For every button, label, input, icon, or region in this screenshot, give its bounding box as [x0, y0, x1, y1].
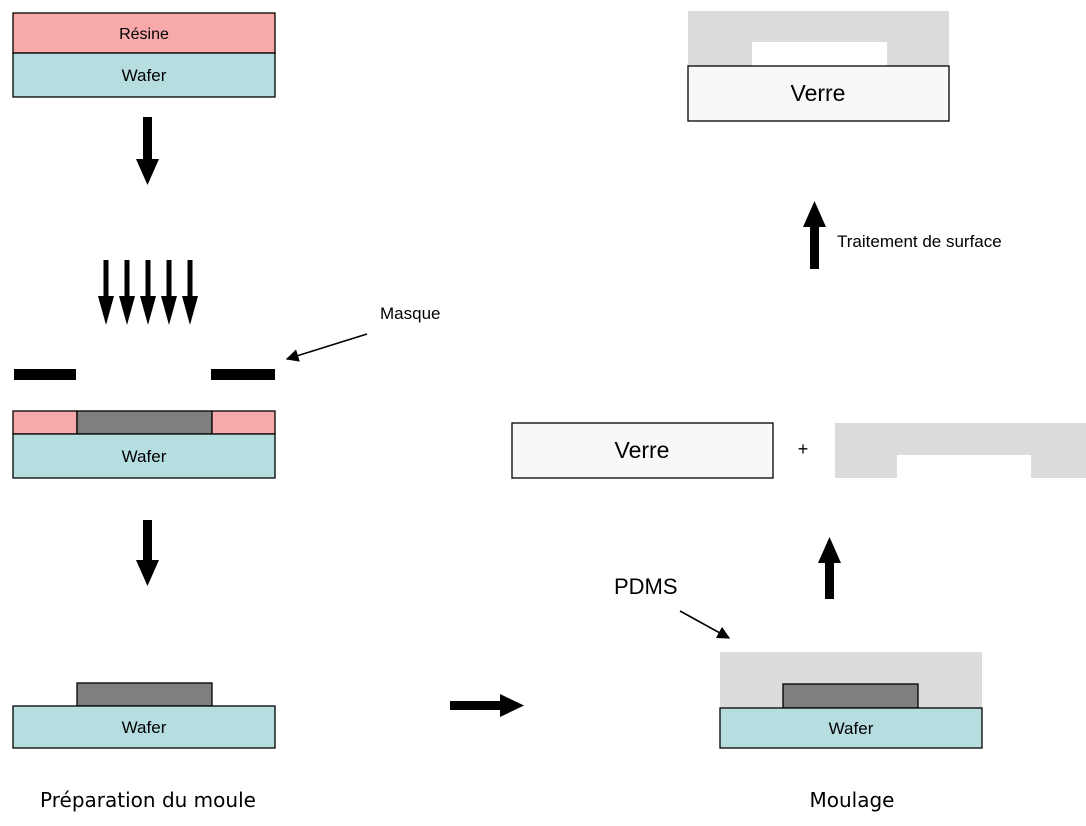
- mask-bar-left: [14, 369, 76, 380]
- caption-right: Moulage: [810, 788, 895, 812]
- wafer-layer: [12, 705, 276, 749]
- resine-left: [12, 410, 78, 435]
- mold-pattern: [782, 683, 919, 709]
- arrow-up-icon: [803, 201, 826, 269]
- step4-molding: Wafer: [719, 652, 983, 749]
- pdms-label: PDMS: [614, 574, 678, 599]
- wafer-layer: [12, 52, 276, 98]
- caption-left: Préparation du moule: [40, 788, 256, 812]
- arrow-right-icon: [450, 694, 524, 717]
- step5-parts: Verre +: [511, 422, 1086, 479]
- verre-slab: [687, 65, 950, 122]
- masque-label: Masque: [380, 304, 440, 323]
- wafer-label: Wafer: [829, 719, 874, 738]
- arrow-down-icon: [136, 117, 159, 185]
- step3-mold: Wafer: [12, 682, 276, 749]
- uv-arrows-icon: [98, 260, 198, 325]
- pdms-replica: [835, 423, 1086, 478]
- wafer-layer: [719, 707, 983, 749]
- arrow-down-icon: [136, 520, 159, 586]
- exposed-pattern: [76, 410, 213, 435]
- mask-bar-right: [211, 369, 275, 380]
- wafer-label: Wafer: [122, 66, 167, 85]
- wafer-layer: [12, 433, 276, 479]
- resine-label: Résine: [119, 26, 169, 43]
- resine-layer: [12, 12, 276, 54]
- verre-label: Verre: [791, 80, 846, 106]
- traitement-label: Traitement de surface: [837, 232, 1002, 251]
- wafer-label: Wafer: [122, 447, 167, 466]
- step2-stack: Wafer: [12, 410, 276, 479]
- plus-sign: +: [798, 439, 809, 459]
- pdms-bonded: [688, 11, 949, 66]
- mold-pattern: [76, 682, 213, 707]
- step6-bonded: Verre: [687, 11, 950, 122]
- masque-pointer: [285, 333, 368, 362]
- pdms-pointer: [679, 610, 731, 639]
- wafer-label: Wafer: [122, 718, 167, 737]
- verre-slab: [511, 422, 774, 479]
- step1-stack: Résine Wafer: [12, 12, 276, 98]
- arrow-up-icon: [818, 537, 841, 599]
- verre-label: Verre: [615, 437, 670, 463]
- resine-right: [211, 410, 276, 435]
